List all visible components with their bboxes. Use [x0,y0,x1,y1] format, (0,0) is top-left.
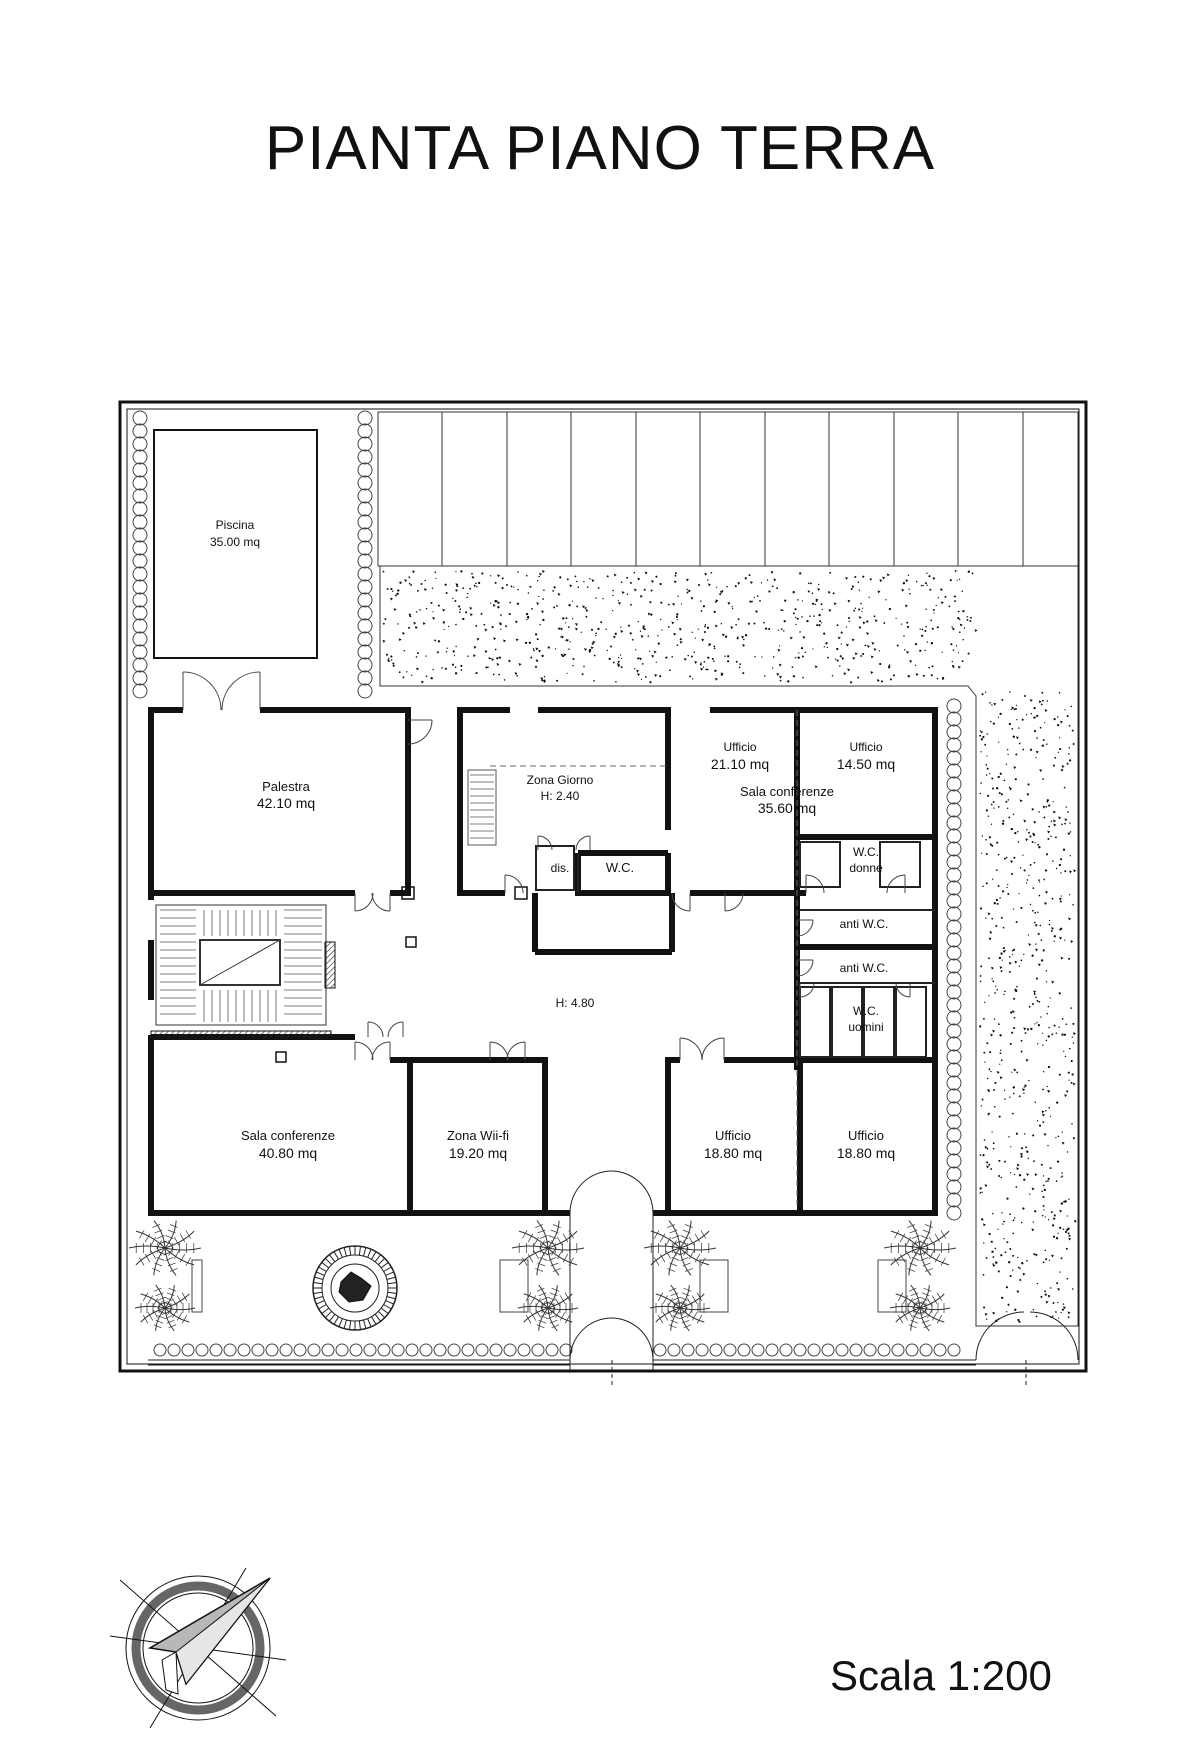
room-name-sala-conferenze-1: Sala conferenze [740,784,834,799]
palm-tree-icon [889,1284,951,1332]
planters [191,1259,907,1313]
palm-tree-icon [128,1220,202,1276]
room-name-ufficio-1: Ufficio [723,740,756,754]
partitions [535,841,935,1058]
room-name-zona-giorno: Zona Giorno [527,773,594,787]
room-labels: Palestra 42.10 mq Zona Giorno H: 2.40 di… [241,740,895,1161]
entrance-path [148,1170,1079,1385]
scale-label: Scala 1:200 [830,1652,1052,1699]
room-name-ufficio-3: Ufficio [715,1128,751,1143]
room-area-sala-conferenze-2: 40.80 mq [259,1145,317,1161]
staircase-icon [155,904,327,1026]
room-name-palestra: Palestra [262,779,310,794]
palm-tree-icon [128,1220,957,1332]
hedge-rows [132,410,962,1357]
room-name-wc: W.C. [606,860,634,875]
gravel-area [382,569,1077,1323]
pillars [275,886,528,1063]
drawing-title: PIANTA PIANO TERRA [264,114,936,183]
room-area-sala-conferenze-1: 35.60 mq [758,800,816,816]
room-name-sala-conferenze-2: Sala conferenze [241,1128,335,1143]
compass-rose-icon [109,1567,287,1729]
room-area-ufficio-1: 21.10 mq [711,756,769,772]
palm-tree-icon [883,1220,957,1276]
gravel-outline [379,565,1079,1327]
room-name-wc-donne-1: W.C. [853,845,879,859]
door-icon [182,671,911,1061]
room-area-piscina: 35.00 mq [210,535,260,549]
room-name-wc-uomini-2: uomini [848,1020,883,1034]
room-area-ufficio-2: 14.50 mq [837,756,895,772]
pool: Piscina 35.00 mq [153,429,318,659]
palm-tree-icon [134,1284,196,1332]
room-height-zona-giorno: H: 2.40 [541,789,580,803]
stair-treads [160,774,494,1022]
room-name-wc-donne-2: donne [849,861,883,875]
room-name-anti-wc-2: anti W.C. [840,961,889,975]
room-area-zona-wifi: 19.20 mq [449,1145,507,1161]
room-area-ufficio-3: 18.80 mq [704,1145,762,1161]
palm-tree-icon [517,1284,579,1332]
dashed-lines [490,710,798,1205]
hall-height: H: 4.80 [556,996,595,1010]
room-name-dis: dis. [551,861,570,875]
room-name-zona-wifi: Zona Wii-fi [447,1128,509,1143]
staircase-icon [467,769,497,846]
room-name-wc-uomini-1: W.C. [853,1004,879,1018]
site-boundary [118,400,1088,1373]
palm-tree-icon [511,1220,585,1276]
room-name-anti-wc-1: anti W.C. [840,917,889,931]
parking-area [377,411,1079,567]
palm-tree-icon [649,1284,711,1332]
fountain-icon [312,1245,398,1331]
room-area-ufficio-4: 18.80 mq [837,1145,895,1161]
palm-tree-icon [643,1220,717,1276]
room-name-piscina: Piscina [216,518,255,532]
room-area-palestra: 42.10 mq [257,795,315,811]
hatched-wall [150,941,336,1040]
room-name-ufficio-2: Ufficio [849,740,882,754]
room-name-ufficio-4: Ufficio [848,1128,884,1143]
